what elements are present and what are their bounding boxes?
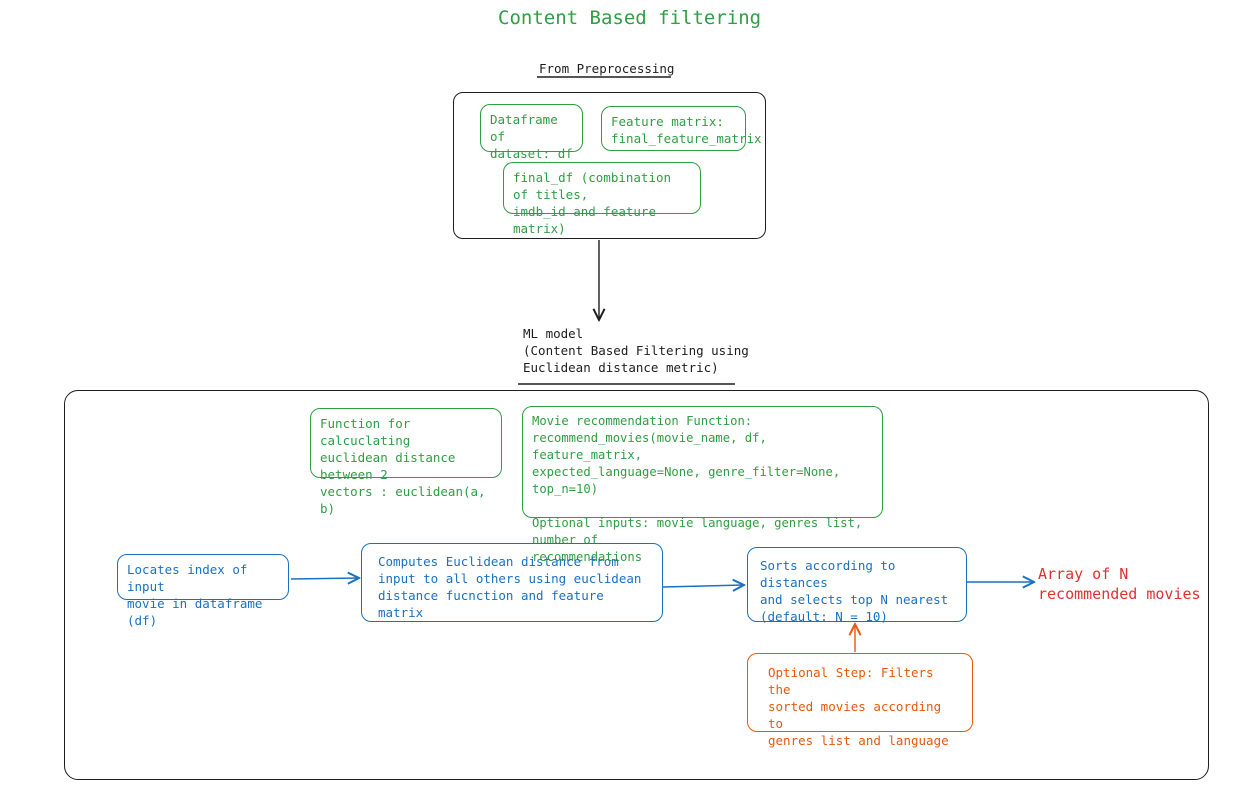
preprocessing-heading: From Preprocessing <box>539 61 675 76</box>
preprocessing-container <box>453 92 766 239</box>
ml-model-container <box>64 390 1209 780</box>
final-df-box: final_df (combination of titles, imdb_id… <box>503 162 701 236</box>
output-label: Array of N recommended movies <box>1038 565 1201 603</box>
optional-filter-box: Optional Step: Filters the sorted movies… <box>747 653 973 748</box>
sort-select-box: Sorts according to distances and selects… <box>747 547 967 624</box>
feature-matrix-box: Feature matrix: final_feature_matrix <box>601 106 762 151</box>
arrow-locate-to-compute <box>290 578 359 579</box>
locate-index-box: Locates index of input movie in datafram… <box>117 554 289 628</box>
diagram-title: Content Based filtering <box>498 7 762 29</box>
euclidean-function-box: Function for calcuclating euclidean dist… <box>310 408 502 516</box>
dataframe-box: Dataframe of dataset: df <box>480 104 583 161</box>
ml-model-heading: ML model (Content Based Filtering using … <box>523 326 749 375</box>
compute-distance-box: Computes Euclidean distance from input t… <box>361 543 663 622</box>
arrow-compute-to-sort <box>662 585 744 587</box>
recommend-function-box: Movie recommendation Function: recommend… <box>522 406 883 564</box>
